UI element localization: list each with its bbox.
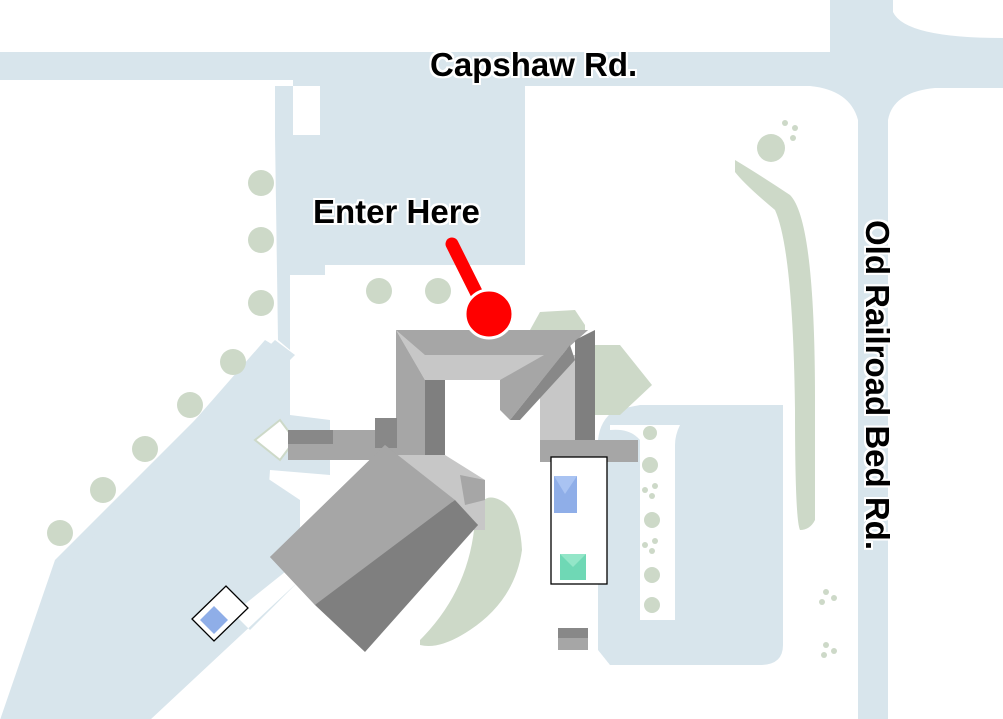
building-south-small-top [558, 628, 588, 638]
shrub-icon [790, 135, 796, 141]
tree-icon [132, 436, 158, 462]
entrance-marker-stem [445, 237, 487, 307]
building-east-diag-shade [510, 345, 575, 420]
parking-west [0, 340, 330, 719]
building-east-diag [500, 330, 588, 420]
structure-blue-roof [554, 476, 577, 494]
road-label-old-railroad: Old Railroad Bed Rd. [859, 219, 896, 551]
shrub-icon [642, 542, 648, 548]
parking-north-inner [320, 136, 525, 140]
tree-icon [177, 392, 203, 418]
tree-icon [248, 290, 274, 316]
east-access [818, 88, 838, 612]
shrub-icon [652, 483, 658, 489]
tree-icon [220, 349, 246, 375]
road-label-capshaw: Capshaw Rd. [430, 46, 638, 83]
structure-teal-roof [560, 554, 586, 567]
building-sw-top [270, 445, 455, 605]
shrub-icon [823, 642, 829, 648]
shrub-icon [782, 120, 788, 126]
building-middle-link-shade [460, 475, 485, 505]
tree-icon [642, 457, 658, 473]
tree-icon [47, 520, 73, 546]
shrub-icon [642, 487, 648, 493]
vegetation [47, 120, 837, 658]
shrub-icon [792, 125, 798, 131]
structure-blue-icon [200, 606, 228, 634]
planting-south [420, 497, 522, 646]
building-small [375, 418, 397, 448]
shrub-icon [819, 599, 825, 605]
structure-pads [191, 456, 608, 642]
shrub-icon [821, 652, 827, 658]
tree-row-east [735, 160, 815, 530]
tree-icon [644, 512, 660, 528]
planting-east [590, 345, 652, 415]
tree-icon [425, 278, 451, 304]
tree-icon [90, 477, 116, 503]
building-sw-side [315, 500, 478, 652]
planting-north-east [530, 310, 585, 330]
shrub-icon [649, 493, 655, 499]
building-west-connector-top [288, 430, 333, 444]
tree-icon [366, 278, 392, 304]
tree-icon [757, 134, 785, 162]
tree-icon [644, 597, 660, 613]
shrub-icon [831, 595, 837, 601]
buildings [270, 330, 638, 652]
shrub-icon [652, 538, 658, 544]
entrance-label: Enter Here [313, 193, 480, 230]
parking-north [275, 86, 525, 350]
building-east-side [575, 330, 595, 440]
entrance-marker-pin[interactable] [463, 288, 515, 340]
tree-icon [248, 170, 274, 196]
tree-icon [644, 567, 660, 583]
building-roof-ridge [396, 330, 425, 455]
building-roof-side [425, 380, 445, 455]
tree-icon [248, 227, 274, 253]
shrub-icon [649, 548, 655, 554]
parking-west-main [55, 340, 300, 680]
parking-north-bay [320, 86, 525, 136]
entrance-marker-icon[interactable] [445, 237, 515, 340]
shrub-icon [823, 589, 829, 595]
building-north-top [396, 330, 588, 355]
parking-north-lot [275, 86, 525, 350]
shrub-icon [831, 648, 837, 654]
tree-icon [643, 426, 657, 440]
